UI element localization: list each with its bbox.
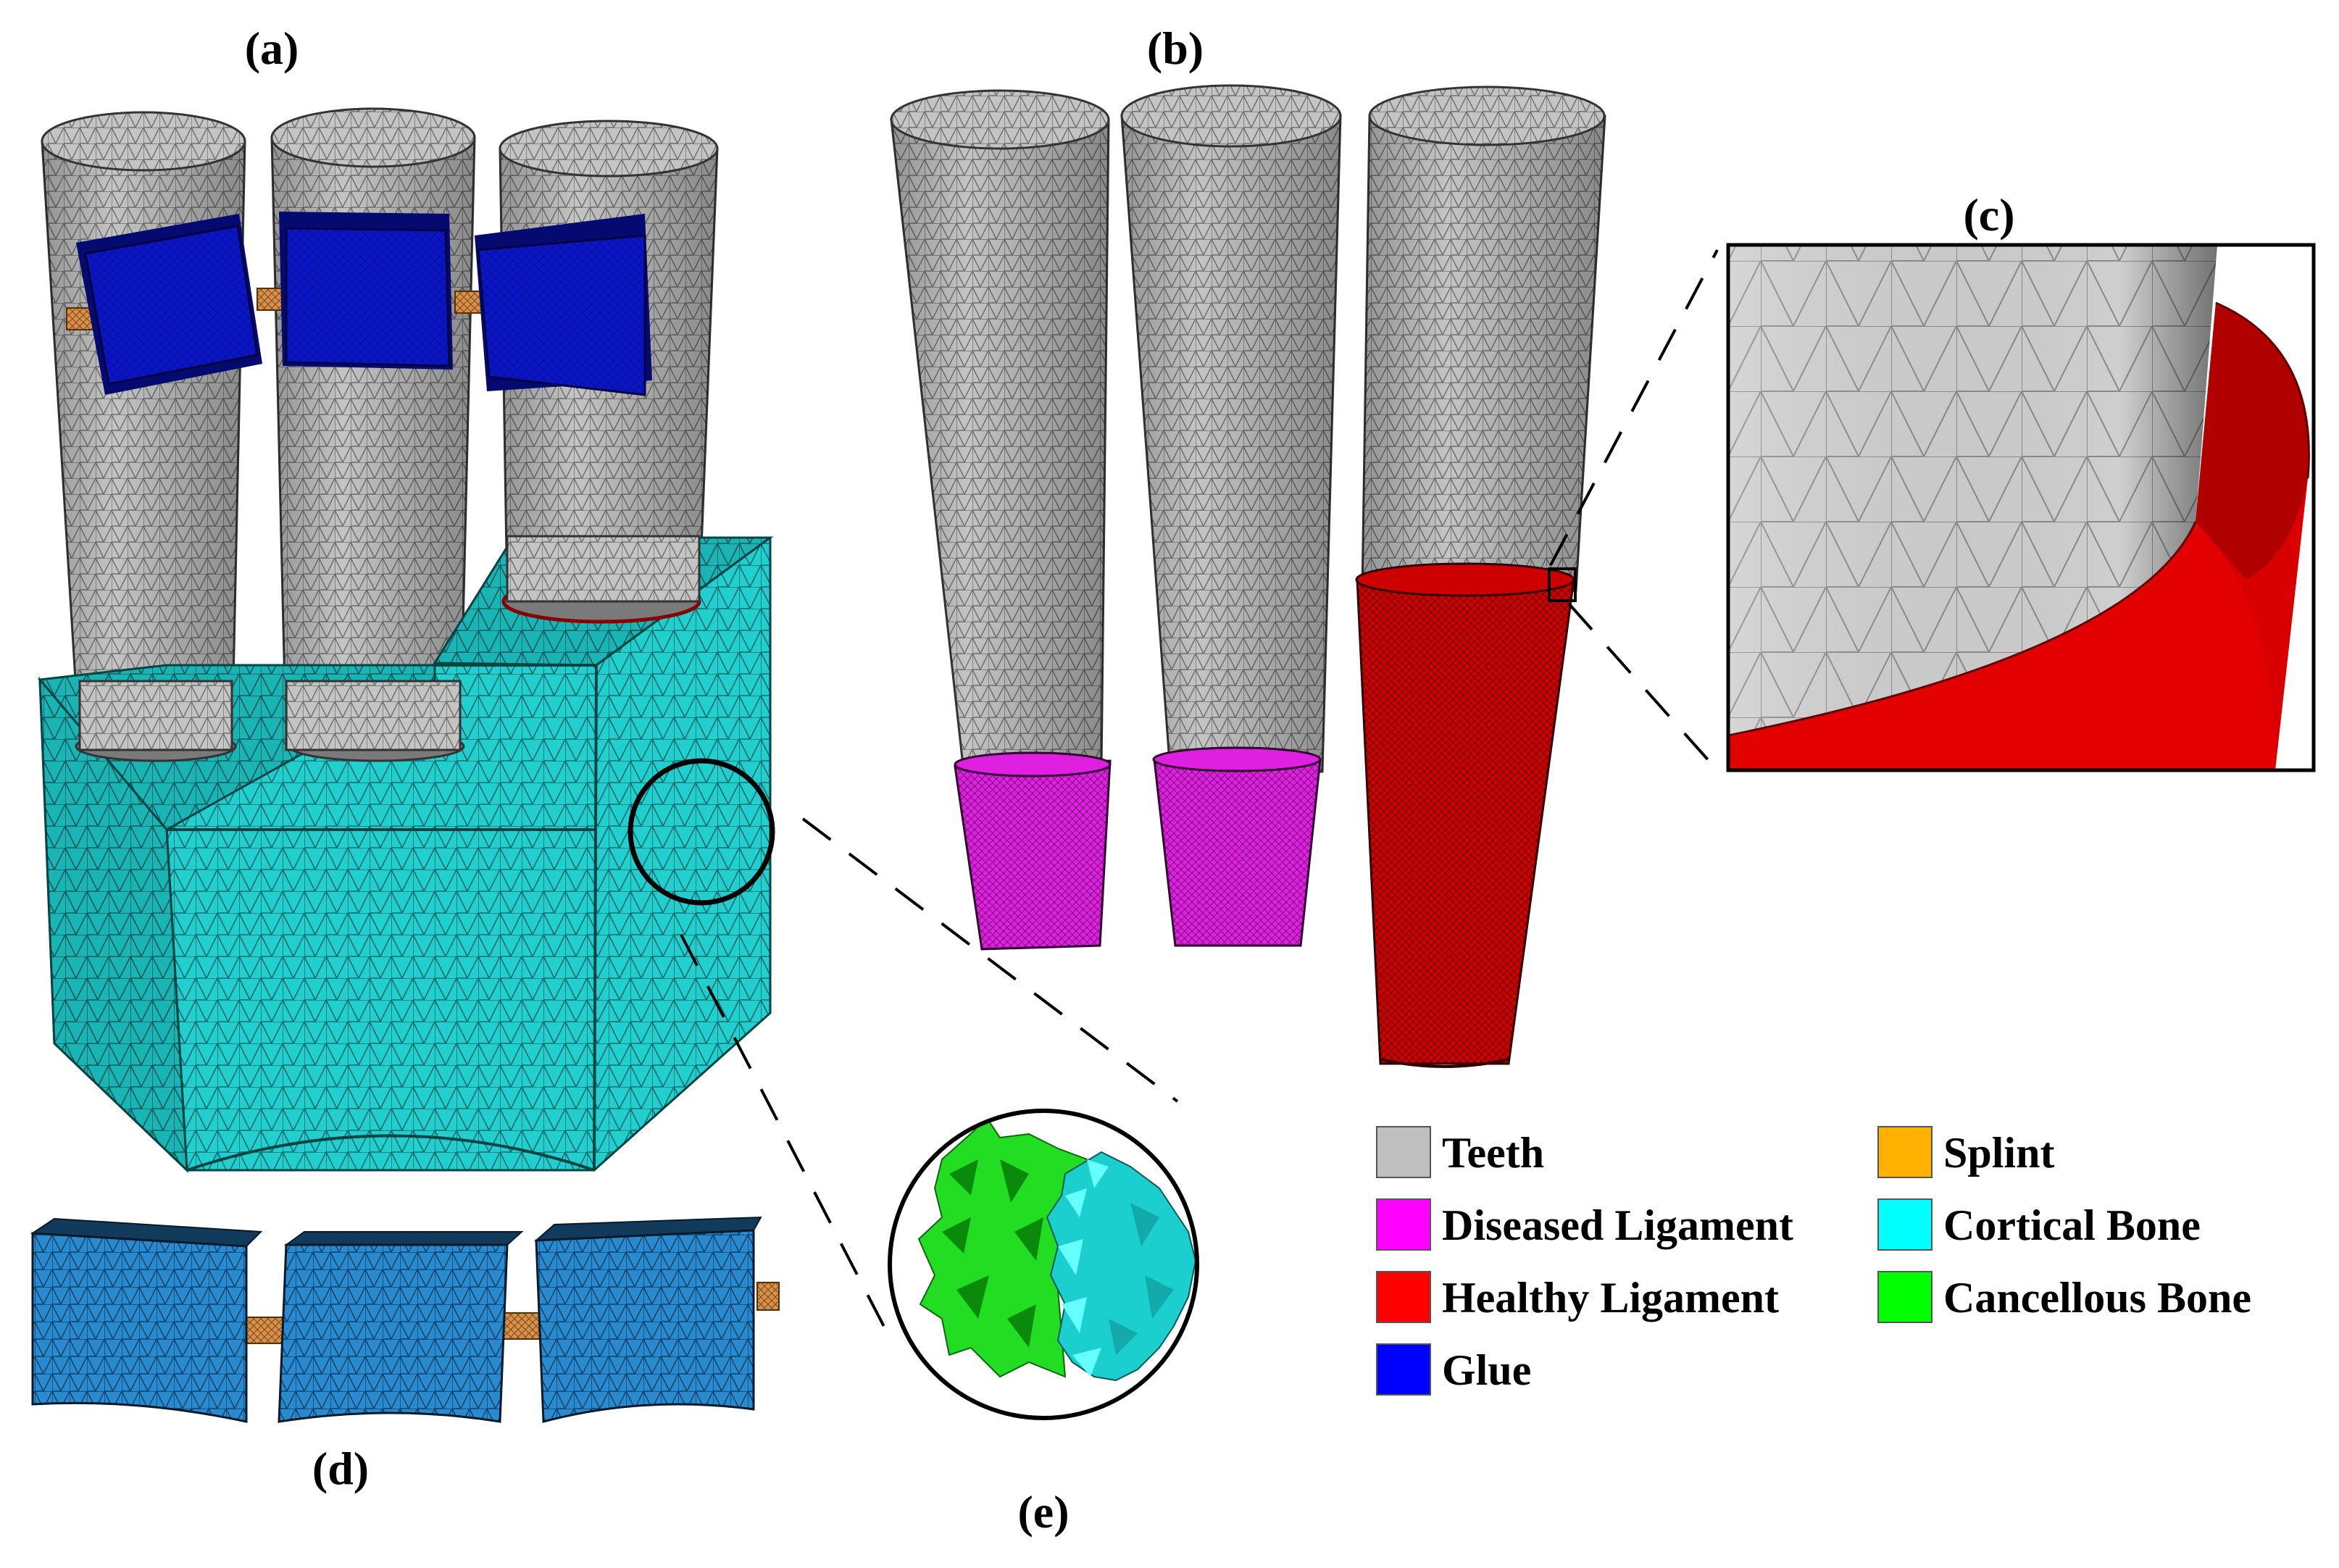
legend-swatch <box>1376 1126 1431 1178</box>
panel-b-tooth-1 <box>890 89 1112 951</box>
panel-b-tooth-3 <box>1355 86 1606 1068</box>
legend-label: Splint <box>1943 1129 2054 1177</box>
legend-swatch <box>1877 1271 1933 1323</box>
connector-a-to-e <box>680 817 1179 1341</box>
legend-swatch <box>1376 1271 1431 1323</box>
panel-label-e: (e) <box>1017 1486 1069 1538</box>
legend-label: Cancellous Bone <box>1943 1274 2251 1322</box>
panel-c-zoom-view <box>1726 243 2316 772</box>
panel-d-glue-splint <box>30 1216 780 1423</box>
panel-b-tooth-2 <box>1120 84 1342 947</box>
panel-b-zoom-box <box>1548 567 1577 602</box>
panel-a-model <box>38 107 775 1173</box>
panel-e-zoom-bone <box>888 1109 1199 1420</box>
panel-label-c: (c) <box>1963 189 2014 241</box>
panel-label-b: (b) <box>1147 22 1204 74</box>
panel-label-a: (a) <box>245 22 299 74</box>
panel-a-glue <box>76 212 652 396</box>
legend-swatch <box>1376 1343 1431 1396</box>
connector-b-to-c <box>1549 249 1719 772</box>
legend-label: Glue <box>1442 1346 1531 1394</box>
legend-label: Healthy Ligament <box>1442 1274 1779 1322</box>
panel-b-model <box>890 84 1606 1068</box>
legend-swatch <box>1877 1198 1933 1251</box>
legend-label: Cortical Bone <box>1943 1201 2201 1249</box>
panel-a-zoom-circle <box>628 758 775 906</box>
panel-a-teeth-roots <box>78 535 701 751</box>
panel-label-d: (d) <box>312 1443 369 1494</box>
legend-label: Diseased Ligament <box>1442 1201 1793 1249</box>
legend-swatch <box>1877 1126 1933 1178</box>
legend-label: Teeth <box>1442 1129 1544 1177</box>
legend-swatch <box>1376 1198 1431 1251</box>
